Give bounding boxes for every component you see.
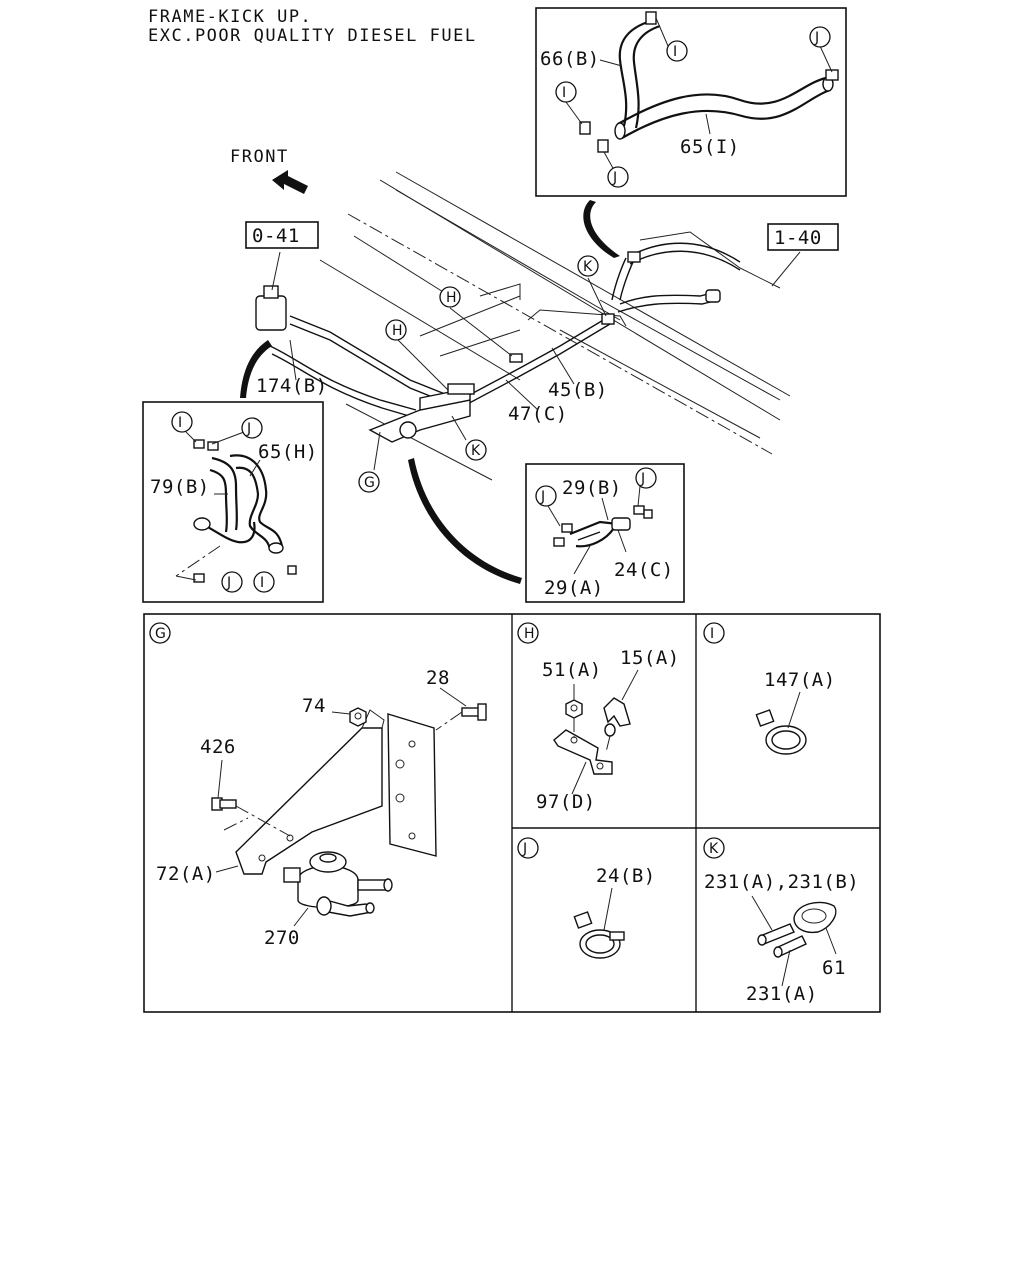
callout-j-mid-1: J xyxy=(535,485,557,507)
main-assembly: 0-41 1-40 H H K K G 174(B) 47(C) 45(B) xyxy=(240,171,839,584)
callout-i-detail: I xyxy=(703,622,725,644)
callout-i-left-2: I xyxy=(253,571,275,593)
label-28: 28 xyxy=(426,667,450,689)
front-arrow-icon xyxy=(272,170,308,194)
svg-text:H: H xyxy=(524,626,535,642)
ref-box-0-41: 0-41 xyxy=(245,221,319,249)
inset-left: I J J I 79(B) 65(H) xyxy=(142,401,324,603)
inset-top: I J I J 66(B) 65(I) xyxy=(535,7,847,197)
callout-i-left-1: I xyxy=(171,411,193,433)
callout-j-left-1: J xyxy=(241,417,263,439)
callout-i-top-1: I xyxy=(666,40,688,62)
svg-text:H: H xyxy=(446,290,457,306)
label-45b: 45(B) xyxy=(548,379,608,401)
label-24b: 24(B) xyxy=(596,865,656,887)
detail-grid xyxy=(143,613,881,1013)
svg-text:I: I xyxy=(260,575,264,591)
svg-text:1-40: 1-40 xyxy=(774,227,822,249)
callout-h-main-1: H xyxy=(439,286,461,308)
label-74: 74 xyxy=(302,695,326,717)
svg-text:I: I xyxy=(710,626,714,642)
label-72a: 72(A) xyxy=(156,863,216,885)
svg-text:0-41: 0-41 xyxy=(252,225,300,247)
inset-mid: J J 29(B) 24(C) 29(A) xyxy=(525,463,685,603)
label-66b: 66(B) xyxy=(540,48,600,70)
label-65i: 65(I) xyxy=(680,136,740,158)
svg-text:I: I xyxy=(562,85,566,101)
detail-h: H 51(A) 15(A) 97(D) xyxy=(517,622,680,813)
svg-text:J: J xyxy=(540,489,545,505)
pointer-arrow-mid xyxy=(408,458,522,584)
svg-text:J: J xyxy=(612,170,617,186)
header-line-1: FRAME-KICK UP. xyxy=(148,7,312,27)
svg-text:J: J xyxy=(522,841,527,857)
svg-text:I: I xyxy=(673,44,677,60)
label-29b: 29(B) xyxy=(562,477,622,499)
pointer-arrow-top xyxy=(583,200,620,258)
callout-j-mid-2: J xyxy=(635,467,657,489)
label-231a: 231(A) xyxy=(746,983,818,1005)
callout-g-main: G xyxy=(358,471,380,493)
callout-j-top-2: J xyxy=(607,166,629,188)
svg-text:J: J xyxy=(226,575,231,591)
label-426: 426 xyxy=(200,736,236,758)
label-47c: 47(C) xyxy=(508,403,568,425)
label-97d: 97(D) xyxy=(536,791,596,813)
detail-k: K 231(A),231(B) 61 231(A) xyxy=(703,837,859,1005)
callout-k-main-2: K xyxy=(465,439,487,461)
callout-k-detail: K xyxy=(703,837,725,859)
header-line-2: EXC.POOR QUALITY DIESEL FUEL xyxy=(148,26,477,46)
callout-j-detail: J xyxy=(517,837,539,859)
svg-text:K: K xyxy=(583,259,593,275)
callout-h-main-2: H xyxy=(385,319,407,341)
label-61: 61 xyxy=(822,957,846,979)
svg-text:J: J xyxy=(814,30,819,46)
detail-i: I 147(A) xyxy=(703,622,836,755)
pointer-arrow-left xyxy=(240,340,272,398)
svg-text:I: I xyxy=(178,415,182,431)
svg-text:J: J xyxy=(640,471,645,487)
detail-j: J 24(B) xyxy=(517,837,656,959)
callout-j-left-2: J xyxy=(221,571,243,593)
label-24c: 24(C) xyxy=(614,559,674,581)
svg-text:G: G xyxy=(155,626,166,642)
label-65h: 65(H) xyxy=(258,441,318,463)
callout-h-detail: H xyxy=(517,622,539,644)
callout-j-top-1: J xyxy=(809,26,831,48)
label-15a: 15(A) xyxy=(620,647,680,669)
callout-g-detail: G xyxy=(149,622,171,644)
label-79b: 79(B) xyxy=(150,476,210,498)
svg-text:H: H xyxy=(392,323,403,339)
ref-box-1-40: 1-40 xyxy=(767,223,839,251)
detail-g: G xyxy=(149,622,487,949)
svg-text:K: K xyxy=(471,443,481,459)
svg-text:K: K xyxy=(709,841,719,857)
front-label: FRONT xyxy=(230,147,289,167)
label-270: 270 xyxy=(264,927,300,949)
svg-text:J: J xyxy=(246,421,251,437)
label-147a: 147(A) xyxy=(764,669,836,691)
callout-k-main-1: K xyxy=(577,255,599,277)
svg-text:G: G xyxy=(364,475,375,491)
label-174b: 174(B) xyxy=(256,375,328,397)
label-51a: 51(A) xyxy=(542,659,602,681)
callout-i-top-2: I xyxy=(555,81,577,103)
label-231ab: 231(A),231(B) xyxy=(704,871,859,893)
label-29a: 29(A) xyxy=(544,577,604,599)
